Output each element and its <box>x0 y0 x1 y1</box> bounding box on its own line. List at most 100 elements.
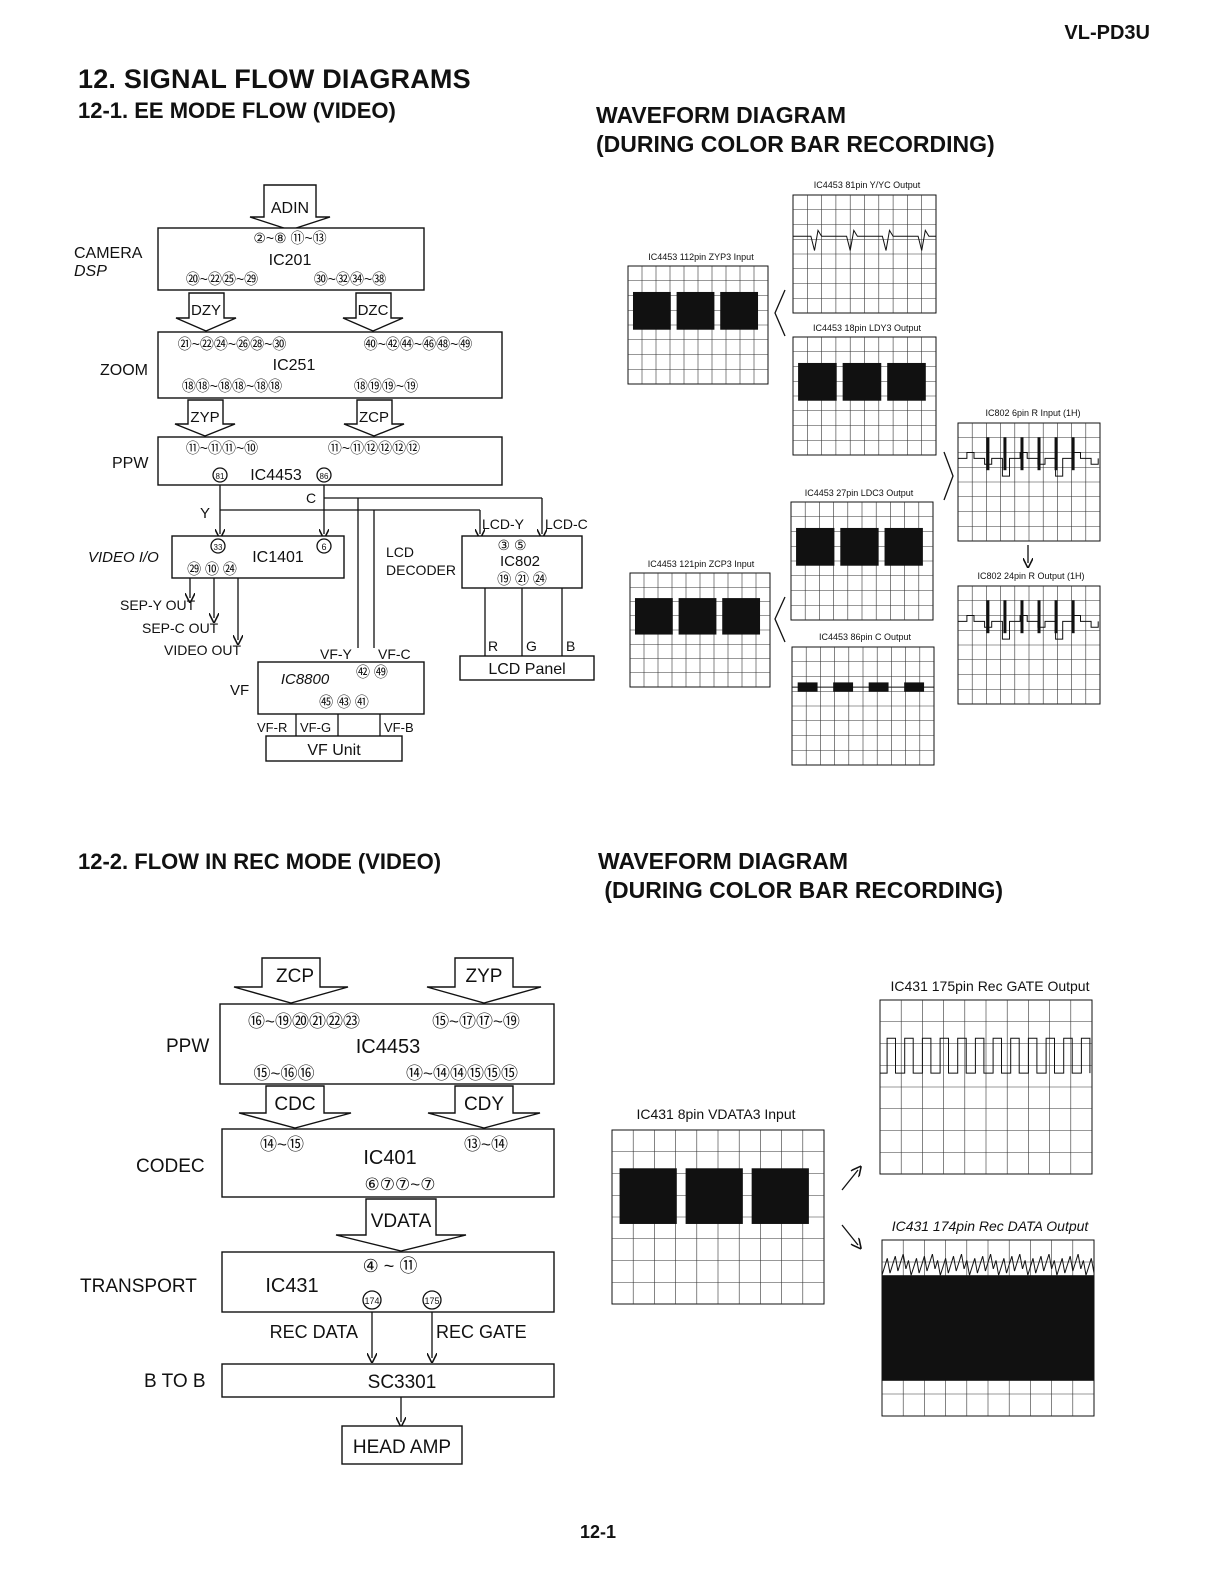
ic8800-label: IC8800 <box>281 671 330 688</box>
rec-scope-connector-2 <box>841 1224 858 1245</box>
ic401-pins-tl: ⑭~⑮ <box>260 1135 304 1154</box>
ee-wave-caption-6: IC4453 121pin ZCP3 Input <box>647 559 755 569</box>
ic4453-pins-tl: ⑪~⑪⑪~⑩ <box>186 440 258 456</box>
ee-scope-connector-2 <box>943 451 954 501</box>
ic4453-pins-tr: ⑪~⑪⑫⑫⑫⑫ <box>328 440 420 456</box>
cdc-arrow <box>238 1085 352 1129</box>
ic201-box <box>157 227 425 291</box>
cdc-label: CDC <box>274 1094 315 1115</box>
ic4453-rec-pins-bl: ⑮~⑯⑯ <box>254 1064 315 1083</box>
rec-wave-caption-1: IC431 175pin Rec GATE Output <box>890 978 1090 994</box>
vf-unit-box <box>265 735 403 762</box>
scope-y-yc-output <box>792 194 937 314</box>
ic201-pins-br: ㉚~㉜㉞~㊳ <box>314 271 386 287</box>
vf-label: VF <box>230 682 249 699</box>
lcd-c-label: LCD-C <box>545 516 588 532</box>
lcd-decoder-label-2: DECODER <box>386 562 456 578</box>
ic431-pins-top: ④ ~ ⑪ <box>363 1256 418 1276</box>
pin-81-circle <box>212 467 228 483</box>
scope-vdata3-input <box>611 1129 825 1305</box>
ic251-pins-br: ⑱⑲⑲~⑲ <box>354 378 418 394</box>
pin-86: 86 <box>320 472 329 481</box>
zyp-rec-arrow <box>426 957 542 1004</box>
camera-label: CAMERA <box>74 245 143 262</box>
btob-label: B TO B <box>144 1371 206 1392</box>
ic251-pins-bl: ⑱⑱~⑱⑱~⑱⑱ <box>182 378 282 394</box>
page-number: 12-1 <box>580 1522 617 1542</box>
codec-label: CODEC <box>136 1156 205 1177</box>
vf-g-label: VF-G <box>300 720 331 735</box>
ee-wave-caption-2: IC4453 112pin ZYP3 Input <box>648 252 754 262</box>
vf-c-label: VF-C <box>378 646 411 662</box>
ic1401-box <box>171 535 345 579</box>
sep-y-out: SEP-Y OUT <box>120 597 196 613</box>
pin-174: 174 <box>364 1296 379 1306</box>
ic4453-rec-pins-tl: ⑯~⑲⑳㉑㉒㉓ <box>248 1012 360 1031</box>
ic401-pins-bottom: ⑥⑦⑦~⑦ <box>365 1175 436 1194</box>
vf-y-label: VF-Y <box>320 646 353 662</box>
scope-r-input-1h <box>957 422 1101 542</box>
zyp-label: ZYP <box>190 409 219 426</box>
rec-waveform-title: WAVEFORM DIAGRAM (DURING COLOR BAR RECOR… <box>598 847 1003 905</box>
dzy-label: DZY <box>191 302 221 319</box>
ic401-box <box>221 1128 555 1198</box>
ic4453-box <box>157 436 503 486</box>
rec-gate-label: REC GATE <box>436 1322 527 1342</box>
vf-b-label: VF-B <box>384 720 414 735</box>
scope-ldc3-output <box>790 501 934 621</box>
head-amp-box <box>341 1425 463 1465</box>
ee-wave-caption-3: IC4453 18pin LDY3 Output <box>812 323 922 333</box>
rec-data-label: REC DATA <box>270 1322 358 1342</box>
rec-flow-title: 12-2. FLOW IN REC MODE (VIDEO) <box>78 849 442 874</box>
ic431-box <box>221 1251 555 1313</box>
ic8800-pins-bottom: ㊺ ㊸ ㊶ <box>319 694 369 710</box>
ee-scope-connector-1 <box>774 289 786 337</box>
lcd-y-label: LCD-Y <box>482 516 525 532</box>
ic4453-rec-pins-br: ⑭~⑭⑭⑮⑮⑮ <box>406 1064 518 1083</box>
ee-scope-connector-4 <box>774 596 786 643</box>
pin-175: 175 <box>424 1296 439 1306</box>
scope-zcp3-input <box>629 572 771 688</box>
ic802-pins-top: ③ ⑤ <box>498 537 527 553</box>
vdata-arrow <box>335 1198 467 1252</box>
rec-waveform-title-line2: (DURING COLOR BAR RECORDING) <box>598 877 1004 903</box>
ic401-label: IC401 <box>363 1147 416 1169</box>
ic251-box <box>157 331 503 399</box>
pin-33-circle <box>210 538 226 554</box>
pin-6: 6 <box>321 542 326 552</box>
ic1401-label: IC1401 <box>252 549 304 566</box>
vf-unit-label: VF Unit <box>307 742 361 759</box>
ee-wave-caption-8: IC4453 86pin C Output <box>818 632 912 642</box>
lcd-panel-label: LCD Panel <box>488 661 565 678</box>
adin-arrow <box>249 184 331 231</box>
rec-waveform-title-line1: WAVEFORM DIAGRAM <box>598 848 849 874</box>
pin-86-circle <box>316 467 332 483</box>
sep-c-out: SEP-C OUT <box>142 620 219 636</box>
ic8800-box <box>257 661 425 715</box>
head-amp-label: HEAD AMP <box>353 1437 451 1458</box>
rec-wave-caption-2: IC431 8pin VDATA3 Input <box>636 1106 796 1122</box>
rec-scope-connector-1 <box>841 1170 858 1191</box>
zcp-label: ZCP <box>359 409 389 426</box>
ee-wave-caption-1: IC4453 81pin Y/YC Output <box>813 180 921 190</box>
ic4453-rec-label: IC4453 <box>356 1036 421 1058</box>
model-number: VL-PD3U <box>1064 22 1150 44</box>
ppw-rec-label: PPW <box>166 1036 209 1057</box>
zyp-rec-label: ZYP <box>466 966 503 987</box>
zcp-rec-label: ZCP <box>276 966 314 987</box>
pin-81: 81 <box>216 472 225 481</box>
scope-zyp3-input <box>627 265 769 385</box>
ee-flow-title: 12-1. EE MODE FLOW (VIDEO) <box>78 98 396 123</box>
ic251-pins-tr: ㊵~㊷㊹~㊻㊽~㊾ <box>364 336 473 352</box>
zoom-label: ZOOM <box>100 362 148 379</box>
video-out: VIDEO OUT <box>164 642 241 658</box>
lcd-decoder-label-1: LCD <box>386 544 414 560</box>
zyp-arrow <box>174 399 236 437</box>
ic251-pins-tl: ㉑~㉒㉔~㉖㉘~㉚ <box>178 336 287 352</box>
ee-waveform-title-line1: WAVEFORM DIAGRAM <box>596 102 847 128</box>
section-title: 12. SIGNAL FLOW DIAGRAMS <box>78 64 471 94</box>
ic802-box <box>461 535 583 589</box>
ee-wave-caption-5: IC4453 27pin LDC3 Output <box>804 488 914 498</box>
sc3301-box <box>221 1363 555 1398</box>
